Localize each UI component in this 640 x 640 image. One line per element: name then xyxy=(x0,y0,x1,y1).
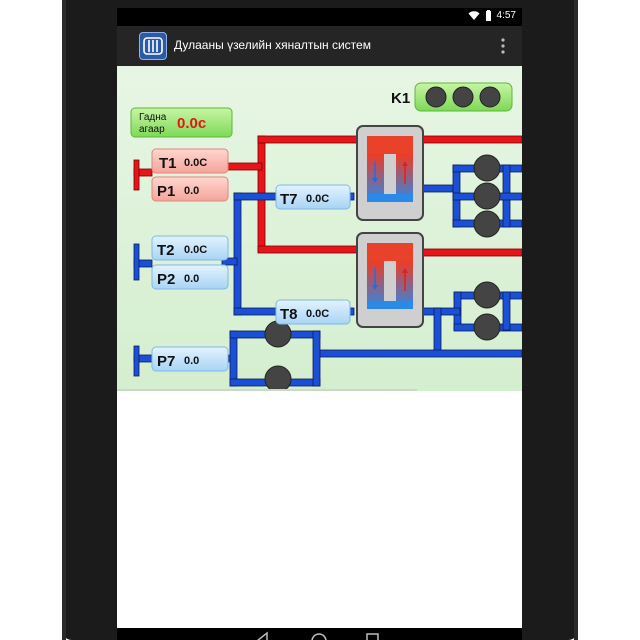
k1-pump-indicator[interactable]: K1 xyxy=(391,82,513,112)
t7-value: 0.0C xyxy=(306,193,329,205)
tablet-bezel-left xyxy=(62,0,66,640)
p1-value: 0.0 xyxy=(184,185,199,197)
heating-schematic: Гадна агаар 0.0с K1 T1 0.0C P1 0 xyxy=(117,66,522,393)
p7-sensor[interactable]: P7 0.0 xyxy=(151,346,229,372)
outdoor-value: 0.0с xyxy=(177,115,206,132)
status-bar: 4:57 xyxy=(117,8,522,26)
t8-label: T8 xyxy=(280,306,298,323)
overflow-menu-icon[interactable] xyxy=(498,36,508,56)
outdoor-label-1: Гадна xyxy=(139,112,167,123)
pump-lower-2 xyxy=(473,313,501,341)
screen: 4:57 Дулааны үзелийн хяналтын систем xyxy=(117,8,522,640)
t7-sensor[interactable]: T7 0.0C xyxy=(275,184,351,210)
app-title: Дулааны үзелийн хяналтын систем xyxy=(174,38,371,52)
p2-sensor[interactable]: P2 0.0 xyxy=(151,264,229,290)
tablet-bezel-right xyxy=(574,0,578,640)
pump-upper-1 xyxy=(473,154,501,182)
battery-icon xyxy=(485,10,491,21)
p7-label: P7 xyxy=(157,353,175,370)
heat-exchanger-upper xyxy=(356,125,424,221)
t1-value: 0.0C xyxy=(184,157,207,169)
pump-p7-2 xyxy=(264,365,292,393)
p2-value: 0.0 xyxy=(184,273,199,285)
action-bar: Дулааны үзелийн хяналтын систем xyxy=(117,26,522,66)
p7-value: 0.0 xyxy=(184,355,199,367)
pump-upper-2 xyxy=(473,182,501,210)
p2-label: P2 xyxy=(157,271,175,288)
t2-sensor[interactable]: T2 0.0C xyxy=(151,235,229,261)
t1-sensor[interactable]: T1 0.0C xyxy=(151,148,229,174)
recents-icon xyxy=(366,633,379,640)
t2-value: 0.0C xyxy=(184,244,207,256)
heat-exchanger-lower xyxy=(356,232,424,328)
wifi-icon xyxy=(468,10,480,20)
scroll-divider xyxy=(117,389,417,391)
t1-label: T1 xyxy=(159,155,177,172)
home-icon xyxy=(311,633,327,640)
t8-sensor[interactable]: T8 0.0C xyxy=(275,299,351,325)
t2-label: T2 xyxy=(157,242,175,259)
radiator-icon[interactable] xyxy=(139,32,167,60)
pump-lower-1 xyxy=(473,281,501,309)
outdoor-temp-panel[interactable]: Гадна агаар 0.0с xyxy=(130,107,233,138)
p1-sensor[interactable]: P1 0.0 xyxy=(151,176,229,202)
t8-value: 0.0C xyxy=(306,308,329,320)
nav-bar xyxy=(117,628,522,640)
t7-label: T7 xyxy=(280,191,298,208)
outdoor-label-2: агаар xyxy=(139,124,165,135)
pump-upper-3 xyxy=(473,210,501,238)
k1-label: K1 xyxy=(391,90,410,107)
schematic-diagram: Гадна агаар 0.0с K1 T1 0.0C P1 0 xyxy=(130,82,522,393)
pumps xyxy=(264,154,501,393)
p1-label: P1 xyxy=(157,183,175,200)
status-time: 4:57 xyxy=(496,10,516,21)
back-icon xyxy=(257,631,268,640)
pump-p7-1 xyxy=(264,320,292,348)
